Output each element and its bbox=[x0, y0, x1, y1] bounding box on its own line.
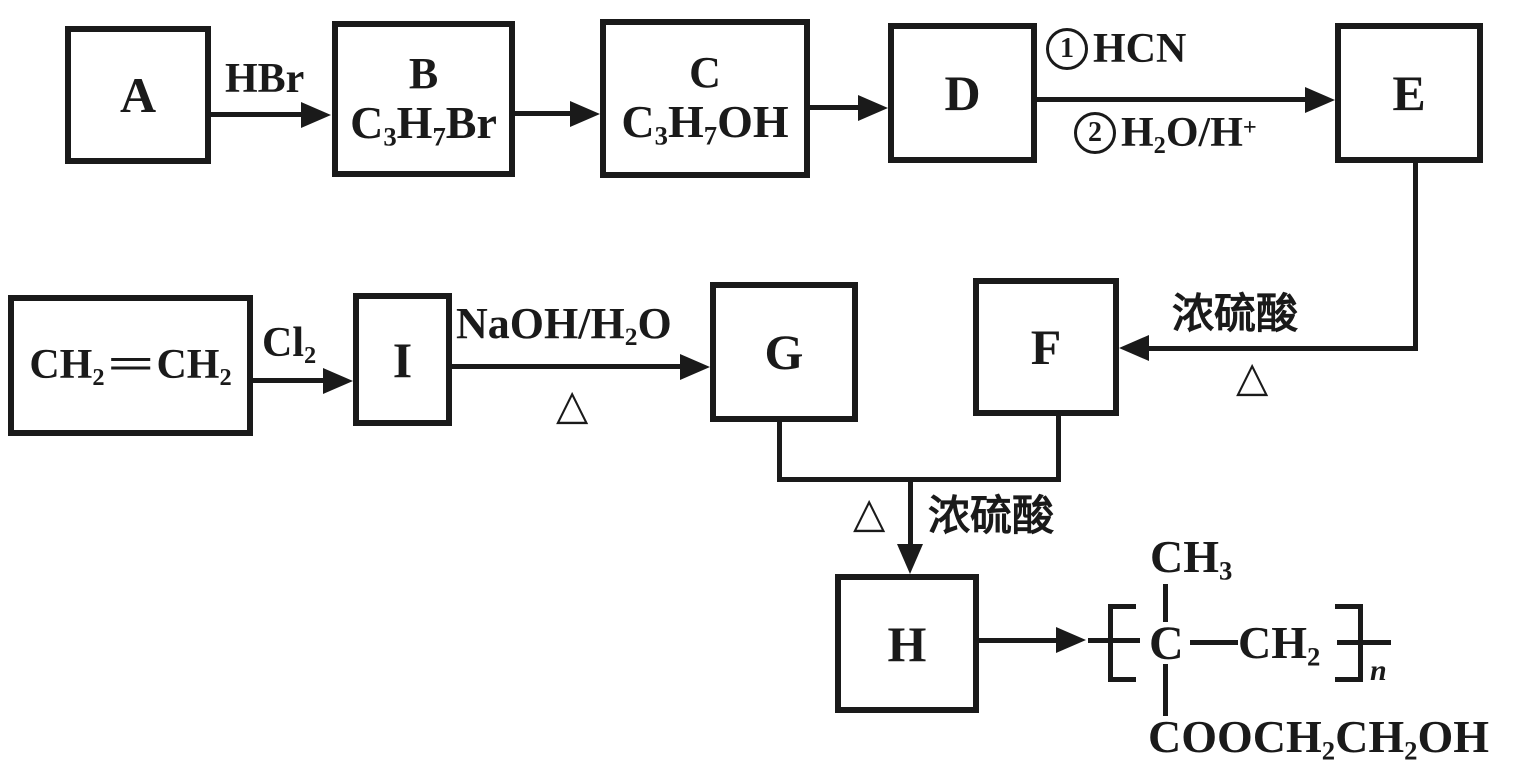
box-a: A bbox=[65, 26, 211, 164]
arrow-d-to-e-line bbox=[1037, 97, 1307, 102]
box-f-label: F bbox=[1030, 319, 1062, 375]
arrow-c-to-d-head bbox=[858, 95, 888, 121]
merge-g-vline bbox=[777, 422, 782, 482]
label-delta-gh: △ bbox=[853, 488, 886, 537]
label-naoh-h2o: NaOH/H2O bbox=[456, 299, 672, 352]
box-e: E bbox=[1335, 23, 1483, 163]
label-step1: 1 HCN bbox=[1046, 28, 1186, 70]
box-b-formula: C3H7Br bbox=[350, 96, 497, 152]
label-conc-sulfuric-acid-ef: 浓硫酸 bbox=[1172, 292, 1299, 338]
arrow-e-to-f-head bbox=[1119, 335, 1149, 361]
label-hbr: HBr bbox=[225, 56, 305, 102]
circled-number-1: 1 bbox=[1046, 28, 1088, 70]
arrow-h-to-polymer-head bbox=[1056, 627, 1086, 653]
polymer-bond-ch3-c bbox=[1163, 584, 1168, 622]
arrow-c-to-d-line bbox=[810, 105, 860, 110]
arrow-e-to-f-hline bbox=[1147, 346, 1418, 351]
arrow-ethylene-to-i-line bbox=[253, 378, 325, 383]
polymer-left-bond-stub bbox=[1088, 638, 1140, 643]
label-cl2: Cl2 bbox=[262, 320, 317, 369]
box-h: H bbox=[835, 574, 979, 713]
polymer-side-chain: COOCH2CH2OH bbox=[1148, 711, 1490, 766]
arrow-a-to-b-line bbox=[211, 112, 303, 117]
box-i: I bbox=[353, 293, 452, 426]
box-c: C C3H7OH bbox=[600, 19, 810, 178]
arrow-b-to-c-head bbox=[570, 101, 600, 127]
arrow-d-to-e-head bbox=[1305, 87, 1335, 113]
arrow-e-to-f-vline bbox=[1413, 163, 1418, 351]
box-b-label: B bbox=[408, 48, 439, 98]
label-hcn: HCN bbox=[1093, 26, 1187, 72]
arrow-ethylene-to-i-head bbox=[323, 368, 353, 394]
arrow-i-to-g-line bbox=[452, 364, 682, 369]
box-i-label: I bbox=[392, 331, 413, 388]
arrow-a-to-b-head bbox=[301, 102, 331, 128]
box-g: G bbox=[710, 282, 858, 422]
box-c-formula: C3H7OH bbox=[621, 96, 789, 151]
box-d-label: D bbox=[944, 65, 981, 121]
polymer-ch3: CH3 bbox=[1150, 531, 1233, 586]
arrow-i-to-g-head bbox=[680, 354, 710, 380]
arrow-b-to-c-line bbox=[515, 111, 572, 116]
arrow-h-to-polymer-line bbox=[979, 638, 1058, 643]
polymer-bond-c-sidechain bbox=[1163, 664, 1168, 716]
polymer-bracket-left bbox=[1108, 604, 1136, 682]
label-step2: 2 H2O/H+ bbox=[1074, 110, 1257, 159]
merge-hline bbox=[777, 477, 1061, 482]
arrow-gf-to-h-line bbox=[908, 482, 913, 546]
label-conc-sulfuric-acid-gh: 浓硫酸 bbox=[928, 494, 1055, 540]
polymer-right-bond-stub bbox=[1337, 640, 1391, 645]
box-e-label: E bbox=[1392, 65, 1426, 121]
polymer-bond-c-ch2 bbox=[1190, 640, 1238, 645]
label-h2o-h-plus: H2O/H+ bbox=[1121, 110, 1257, 159]
box-ethylene-formula: CH2=CH2 bbox=[29, 342, 232, 392]
polymer-repeat-n: n bbox=[1370, 654, 1387, 687]
polymer-c: C bbox=[1149, 617, 1184, 670]
label-delta-ig: △ bbox=[556, 380, 589, 429]
box-d: D bbox=[888, 23, 1037, 163]
box-c-label: C bbox=[689, 48, 721, 97]
merge-f-vline bbox=[1056, 416, 1061, 482]
box-a-label: A bbox=[119, 67, 157, 123]
box-g-label: G bbox=[764, 324, 804, 380]
label-delta-ef: △ bbox=[1236, 352, 1269, 401]
polymer-ch2: CH2 bbox=[1238, 617, 1321, 672]
arrow-gf-to-h-head bbox=[897, 544, 923, 574]
box-h-label: H bbox=[887, 615, 927, 672]
box-b: B C3H7Br bbox=[332, 21, 515, 177]
box-f: F bbox=[973, 278, 1119, 416]
box-ethylene: CH2=CH2 bbox=[8, 295, 253, 436]
circled-number-2: 2 bbox=[1074, 112, 1116, 154]
